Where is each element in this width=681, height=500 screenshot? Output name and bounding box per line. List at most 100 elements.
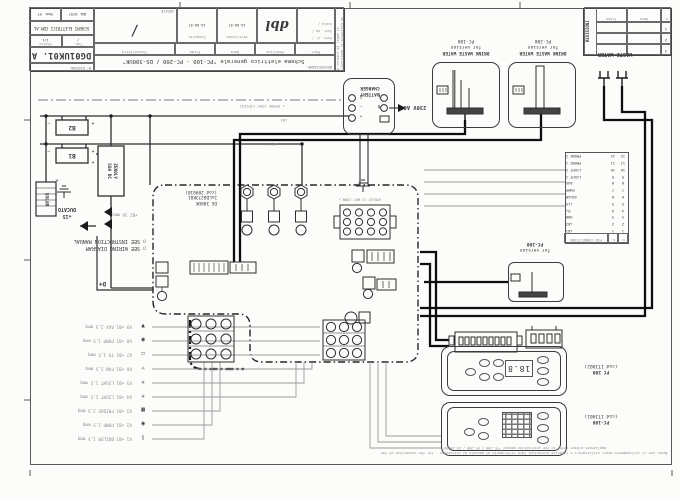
version200-box xyxy=(508,262,564,302)
fine-print-note: Nota: per il collegamento degli utilizza… xyxy=(380,446,668,456)
b1-plus: + xyxy=(91,147,95,154)
revision-table: REVISIONI 3 2 1 n. data firma xyxy=(583,7,672,56)
wire-list-label: V7 +B1 TV 1,5 mmq xyxy=(88,351,132,357)
b2-minus: − xyxy=(47,119,51,126)
pc200-button xyxy=(493,359,504,367)
awning-icon: ▼ xyxy=(141,321,145,329)
plus15-ducato-label: +15 DUCATO xyxy=(57,206,77,220)
b2-wire-size-label: +B2 16 mmq xyxy=(112,212,138,218)
see-manual-row: ◯ SEE INSTRUCTION MANUAL xyxy=(73,238,146,245)
drawing-number: DG01UK01. A xyxy=(29,47,94,63)
wire-list-label: V5 +B1 LIGHT 1,5 mmq xyxy=(80,379,132,385)
pc200-button xyxy=(537,356,549,364)
tank2-box xyxy=(508,62,576,128)
charger-term-l: L xyxy=(377,94,381,100)
connector-12pin xyxy=(333,204,397,240)
boiler-icon: ▯ xyxy=(141,433,145,441)
plug-arrow-connectors xyxy=(80,207,112,231)
battery-b1-label: B1 xyxy=(68,151,76,159)
revision-row-2-firma xyxy=(596,33,627,44)
battery-charger-label: BATTERY CHARGER xyxy=(360,84,380,96)
pin-rows: 11+B1 22+B2 33GND 44D+ 55+15 66SOLAR 77P… xyxy=(564,151,628,233)
ground-symbol-ducato xyxy=(57,185,71,198)
waste-water-label: WASTE WATER xyxy=(597,50,633,57)
description-label: DESCRIZIONE: xyxy=(306,65,332,69)
pc100-button xyxy=(537,436,549,444)
pin-row: 66SOLAR xyxy=(566,195,625,200)
foglio-cell: Foglio 1/1 xyxy=(29,35,62,47)
pin-row: 33GND xyxy=(566,215,625,220)
pin-row: 44D+ xyxy=(566,208,625,213)
substitution-notes: Sost. il / Sost. da / Scala / xyxy=(297,7,335,43)
pin-row: 11+B1 xyxy=(566,229,625,233)
pin-row: 55+15 xyxy=(566,201,625,206)
pc200-display-digits: 18.8 xyxy=(507,364,531,373)
tank2-label: DRINK WASTE WATER for version PC-200 xyxy=(519,37,567,55)
revision-header-firma: firma xyxy=(596,7,627,22)
pin-header-b: n. xyxy=(608,233,618,243)
solar-regulator-symbol xyxy=(35,181,57,217)
wire-list-label: V3 +B1 FRIDGE 2,5 mmq xyxy=(77,407,132,413)
pc200-button xyxy=(537,367,549,375)
circle-icon: ◯ xyxy=(142,238,146,245)
fridge-icon: ▦ xyxy=(141,405,145,413)
revision-row-1-data xyxy=(627,22,661,33)
pin-row: 22+B2 xyxy=(566,222,625,227)
cable-gland-symbols xyxy=(240,184,308,236)
pc100-button xyxy=(537,424,549,432)
mains-230v-label: 230V AC xyxy=(403,104,427,111)
square-icon: ▢ xyxy=(142,245,146,251)
pc200-button xyxy=(465,368,476,376)
solar-label: SOLAR xyxy=(43,192,49,206)
revision-row-3-n: 3 xyxy=(661,44,671,55)
charger-term-n: N xyxy=(377,104,381,110)
pc100-led-matrix xyxy=(502,412,532,438)
pc100-panel-inner xyxy=(447,407,561,451)
zenoly-label-wrap: ZENOLY 50A DC xyxy=(98,146,124,196)
pc200-button xyxy=(493,373,504,381)
archive-code-1: DAL 0297 xyxy=(61,7,94,21)
pin-row: 99LIGHT 1 xyxy=(566,174,625,179)
reference-notes: ▢ SEE WIRING DIAGRAM ◯ SEE INSTRUCTION M… xyxy=(36,238,146,252)
charger-wires xyxy=(359,107,398,185)
light-icon: ☀ xyxy=(141,391,145,399)
row2-cell-4: Firma xyxy=(175,43,215,55)
pc100-button xyxy=(537,412,549,420)
row2-cell-1: Part. xyxy=(295,43,335,55)
battery-charger-box xyxy=(343,78,395,135)
drawing-number-label: N° DISEGNO xyxy=(29,63,94,71)
wire-list-label: V6 +B1 FAN 1,5 mmq xyxy=(85,365,132,371)
b2-plus: + xyxy=(91,119,95,126)
wire-b2-label: +B2 xyxy=(280,117,288,123)
pump-icon: ◉ xyxy=(141,335,145,343)
pc200-button xyxy=(479,373,490,381)
row2-cell-3: Data xyxy=(215,43,255,55)
pump-icon: ◉ xyxy=(141,419,145,427)
row2-cell-5: Tecnoelettra xyxy=(94,43,175,55)
dplus-wire xyxy=(96,236,153,291)
pin-connection-table: n. n. PIN CONNECTIONS 11+B1 22+B2 33GND … xyxy=(564,151,629,244)
zenoly-plus: + xyxy=(91,158,95,165)
waste-water-probes xyxy=(598,71,628,86)
wire-list-label: V9 +B1 AUX 2,5 mmq xyxy=(85,323,132,329)
pin-row: 1111PROBE 1 xyxy=(566,161,626,166)
solar-plus: + xyxy=(55,176,59,183)
tv-icon: ▭ xyxy=(141,349,145,357)
zenoly-label: ZENOLY 50A DC xyxy=(106,163,118,179)
revision-header-data: data xyxy=(627,7,661,22)
wire-list-label: V4 +B1 LIGHT 1,5 mmq xyxy=(80,393,132,399)
fan-icon: ☼ xyxy=(141,363,145,371)
ground-symbol-unit xyxy=(356,179,370,192)
control-unit-dashed-outline xyxy=(152,184,419,363)
revision-header-n: n. xyxy=(661,7,671,22)
battery-b2-symbol xyxy=(55,119,89,136)
codice-cell: CODICE / xyxy=(94,7,177,43)
terminal-grid-right xyxy=(322,319,366,361)
zenoly-fuse-symbol xyxy=(96,145,125,197)
title-block-legal-note: A termini di legge ci riserviamo la prop… xyxy=(335,7,344,71)
row2-cell-2: Modifica xyxy=(255,43,295,55)
relay-and-small-connectors xyxy=(155,249,397,302)
archive-cell: SCHEMI ELETTRICI CDM.AL xyxy=(29,21,94,35)
terminal-grid-left xyxy=(187,315,235,363)
tank1-box xyxy=(432,62,500,128)
